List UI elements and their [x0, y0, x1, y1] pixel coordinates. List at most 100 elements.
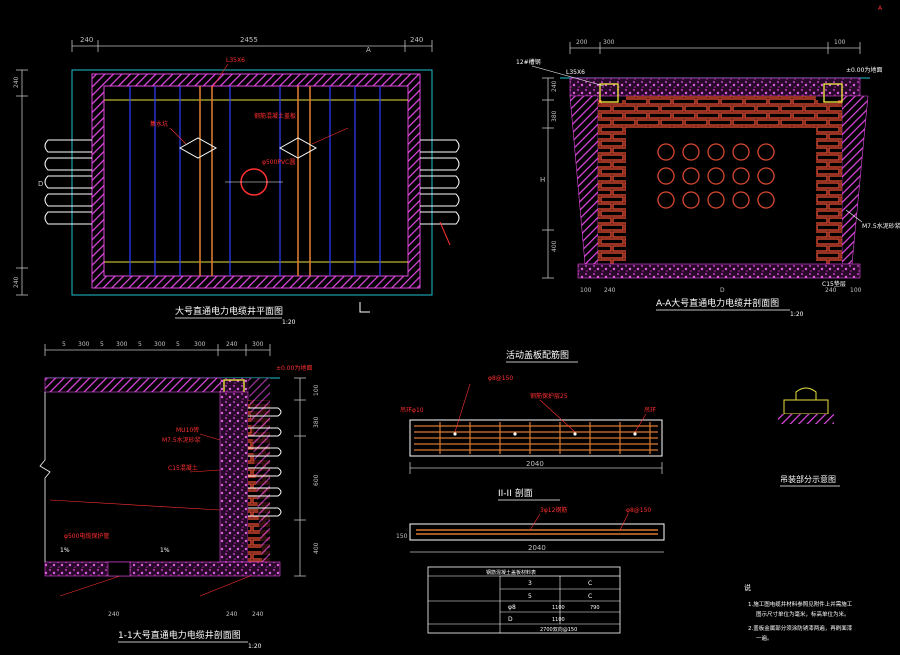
s11-dim-top-7: 300: [194, 341, 206, 348]
plan-sump-right: [278, 137, 318, 159]
aa-title: A-A大号直通电力电缆井剖面图: [656, 297, 779, 309]
plan-view: 240 2455 240 A 240 D 240: [13, 36, 460, 326]
s11-dim-right-3: 400: [313, 542, 320, 554]
ii-label-main: 3φ12钢筋: [540, 506, 567, 514]
s11-dim-top-0: 5: [62, 341, 66, 348]
aa-scale: 1:20: [790, 311, 804, 318]
cover-width-dim: 2040: [526, 460, 544, 468]
plan-label-slab: 钢筋混凝土盖板: [254, 112, 296, 120]
aa-dim-right-0: 240: [551, 80, 558, 92]
section-ii: II-II 剖面 150 3φ12钢筋 φ8@150 2040: [396, 487, 665, 553]
cover-outline: [409, 419, 663, 457]
plan-dim-left-0: 240: [13, 76, 20, 88]
aa-soil-left: [569, 95, 599, 265]
aa-brick-right: [816, 100, 842, 264]
s11-slab-gravel: [221, 378, 249, 392]
ii-slab: [409, 523, 665, 541]
cover-title: 活动盖板配筋图: [506, 349, 569, 361]
s11-dim-top-5: 300: [154, 341, 166, 348]
table-r2c1: 1100: [552, 605, 565, 611]
s11-label-concrete: C15混凝土: [168, 464, 198, 472]
s11-dim-bottom-1: 240: [226, 611, 238, 618]
s11-title: 1-1大号直通电力电缆井剖面图: [118, 629, 241, 641]
aa-label-channel: 12#槽钢: [516, 58, 541, 66]
aa-dim-top-1: 300: [603, 39, 615, 46]
aa-label-mortar: M7.5水泥砂浆: [862, 222, 900, 230]
aa-cable-grid: [657, 143, 775, 209]
cover-label-cover: 钢筋保护层25: [530, 392, 568, 400]
s11-dim-top-1: 300: [78, 341, 90, 348]
cover-slab: 活动盖板配筋图 吊环φ10 φ8@150 钢筋保护层25 吊环 2040: [400, 349, 663, 474]
plan-blue-rebars: [129, 86, 381, 276]
cover-label-rebar: φ8@150: [488, 375, 513, 382]
plan-pipes-right: [420, 139, 460, 225]
s11-top-slab: [44, 377, 222, 393]
section-aa: 200 300 100 240 380: [516, 39, 900, 318]
notes-line-2: 2.盖板金属部分须涂防锈漆两遍，再刷面漆: [748, 624, 853, 632]
s11-label-mortar: M7.5水泥砂浆: [162, 436, 201, 444]
ii-rebar: [416, 529, 658, 535]
notes-line-3: 一遍。: [756, 634, 773, 642]
plan-dim-top-1: 2455: [240, 36, 258, 44]
s11-bottom-pad: [44, 561, 281, 577]
table-r1c1: 5: [528, 593, 532, 600]
aa-dim-right-2: H: [540, 176, 545, 184]
s11-label-ground: ±0.00为地面: [276, 364, 312, 372]
table-r3c0: D: [508, 616, 513, 623]
notes-line-0: 1.施工图电缆井材料参照见附件上并需施工: [748, 600, 853, 608]
aa-dim-bottom-2: D: [720, 287, 725, 294]
ii-title: II-II 剖面: [498, 487, 533, 499]
plan-pipes-left: [44, 139, 92, 225]
plan-scale: 1:20: [282, 319, 296, 326]
cover-label-ring-right: 吊环: [644, 407, 656, 414]
plan-dim-left-1: D: [38, 180, 43, 188]
aa-dim-bottom-3: 240: [825, 287, 837, 294]
plan-center-label: φ500PVC圆: [262, 159, 295, 166]
plan-title: 大号直通电力电缆井平面图: [175, 305, 283, 317]
plan-section-mark: A: [366, 46, 371, 54]
s11-wall-column: [219, 391, 249, 563]
plan-outer-outline: [71, 69, 433, 296]
s11-dim-top-3: 300: [116, 341, 128, 348]
table-r4c1: 2700双向@150: [540, 626, 577, 633]
aa-label-angle: L35X6: [566, 69, 585, 76]
s11-scale: 1:20: [248, 643, 262, 650]
aa-brick-top: [626, 96, 816, 128]
aa-dim-top-2: 100: [834, 39, 846, 46]
plan-label-angle: L35X6: [226, 57, 245, 64]
s11-dim-top-8: 240: [226, 341, 238, 348]
aa-dim-right-1: 380: [551, 110, 558, 122]
notes-title: 说: [744, 583, 751, 592]
plan-dim-left: [16, 69, 28, 296]
s11-dim-right-0: 100: [313, 384, 320, 396]
s11-dim-right-2: 600: [313, 474, 320, 486]
cover-rebar-v: [439, 422, 651, 454]
aa-channel-left: [599, 83, 619, 103]
ii-width-dim: 2040: [528, 544, 546, 552]
s11-sump: [107, 561, 131, 577]
notes-line-1: 图示尺寸单位为毫米，标高单位为米。: [756, 610, 850, 618]
cover-lift-rings: [453, 432, 637, 436]
aa-brick-left: [598, 100, 626, 264]
plan-dim-top: [71, 40, 433, 52]
aa-dim-bottom-0: 100: [580, 287, 592, 294]
ii-label-dist: φ8@150: [626, 507, 651, 514]
s11-dim-bottom-2: 240: [252, 611, 264, 618]
table-r0c1: 3: [528, 580, 532, 587]
aa-label-ground: ±0.00为地面: [846, 66, 882, 74]
table-r2c2: 790: [590, 605, 600, 611]
aa-soil-right: [841, 95, 869, 265]
plan-dim-top-0: 240: [80, 36, 93, 44]
table-r1c2: C: [588, 593, 592, 600]
aa-dim-top-0: 200: [576, 39, 588, 46]
aa-dim-bottom-4: 100: [850, 287, 862, 294]
plan-wall: [91, 73, 421, 289]
table-title: 钢筋混凝土盖板材料表: [486, 569, 536, 576]
aa-bottom-pad: [577, 263, 861, 279]
aa-dim-right-3: 400: [551, 240, 558, 252]
s11-dim-right-1: 380: [313, 416, 320, 428]
s11-dim-top-2: 5: [100, 341, 104, 348]
ii-thickness: 150: [396, 533, 408, 540]
cover-label-ring: 吊环φ10: [400, 407, 424, 414]
